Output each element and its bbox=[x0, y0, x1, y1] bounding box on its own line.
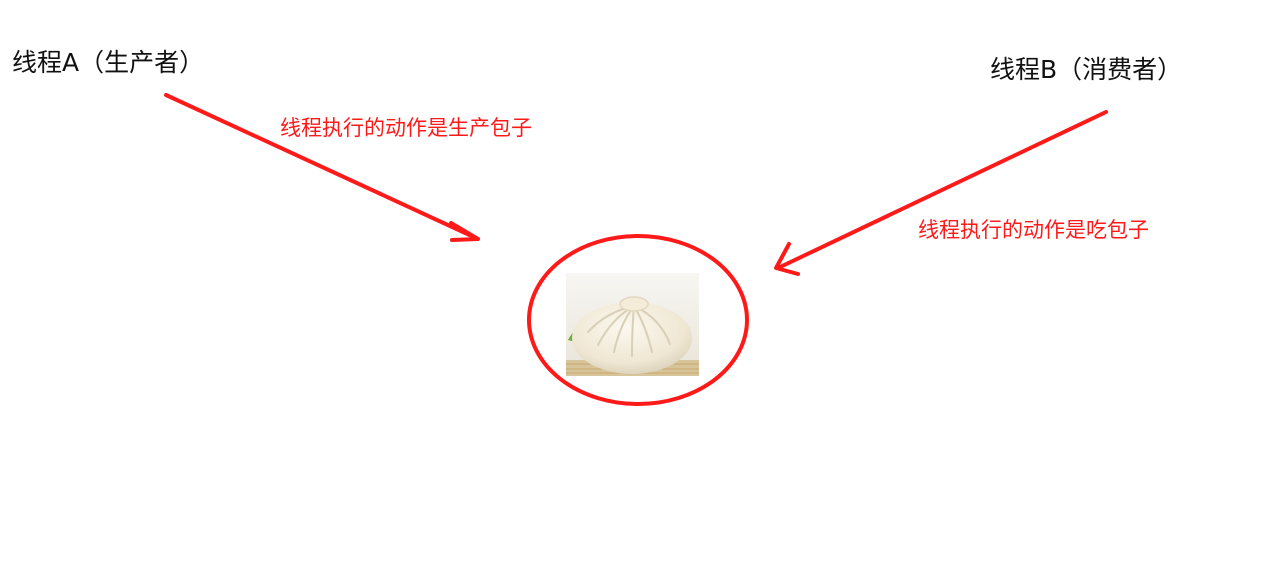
arrow-a-icon bbox=[164, 93, 480, 242]
producer-action-label: 线程执行的动作是生产包子 bbox=[280, 116, 532, 140]
consumer-action-label: 线程执行的动作是吃包子 bbox=[918, 218, 1149, 242]
arrow-b-icon bbox=[774, 110, 1108, 276]
steamed-bun-image bbox=[566, 273, 699, 376]
highlight-circle-icon bbox=[527, 234, 749, 406]
thread-b-label: 线程B（消费者） bbox=[990, 55, 1183, 84]
thread-a-label: 线程A（生产者） bbox=[12, 48, 205, 77]
